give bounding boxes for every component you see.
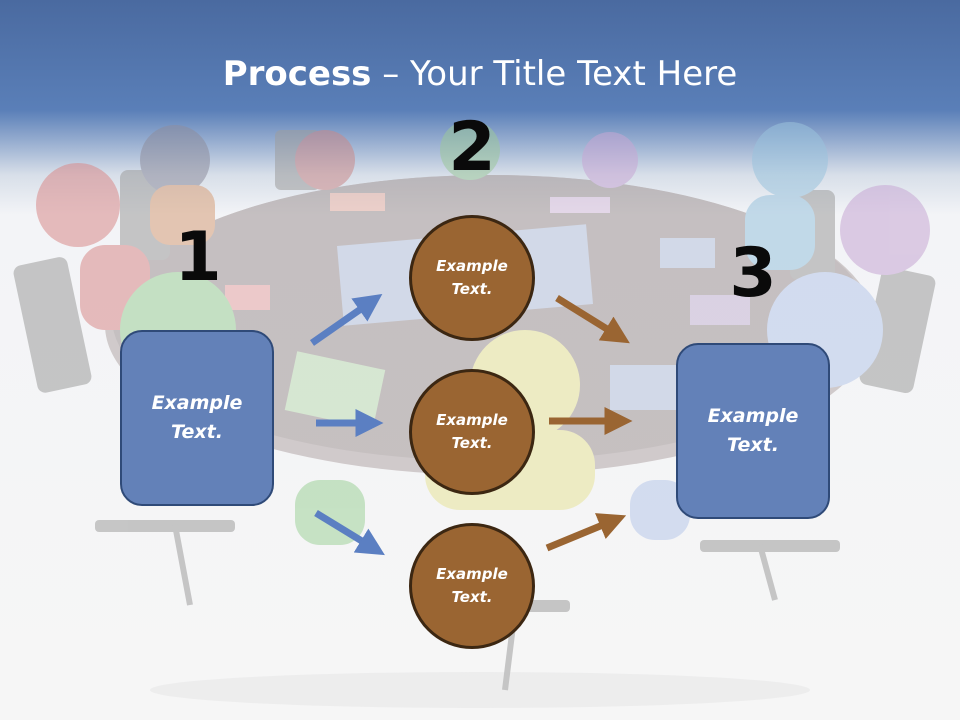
step-number-1: 1: [174, 218, 222, 297]
step-3-box: Example Text.: [676, 343, 830, 519]
step-2-circle-1: Example Text.: [409, 215, 535, 341]
title-bold: Process: [222, 54, 372, 94]
step-number-3: 3: [729, 234, 777, 313]
step-1-box: Example Text.: [120, 330, 274, 506]
slide-title: Process – Your Title Text Here: [0, 52, 960, 96]
title-rest: – Your Title Text Here: [371, 54, 738, 94]
step-2-circle-3: Example Text.: [409, 523, 535, 649]
step-2-circle-2: Example Text.: [409, 369, 535, 495]
step-number-2: 2: [448, 108, 496, 187]
